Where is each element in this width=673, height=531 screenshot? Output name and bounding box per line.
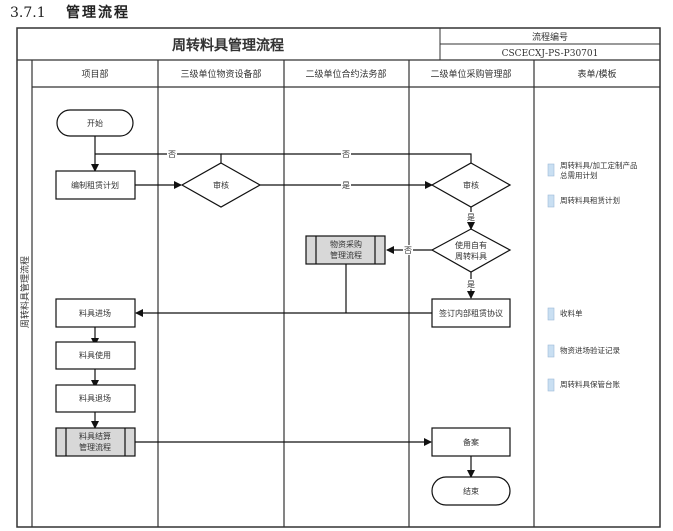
procurement-subprocess (305, 235, 386, 265)
edge-label-no: 否 (168, 150, 176, 159)
enter-label: 料具进场 (79, 308, 111, 318)
review1-decision (180, 162, 262, 208)
end-terminal (431, 476, 511, 506)
section-number: 3.7.1 (10, 5, 46, 21)
form-item[interactable]: 周转料具/加工定制产品 总需用计划 (547, 160, 638, 180)
procurement-label: 管理流程 (330, 250, 362, 260)
end-label: 结束 (463, 486, 479, 496)
form-label: 周转料具/加工定制产品 (560, 160, 638, 170)
document-icon (547, 378, 555, 392)
record-label: 备案 (463, 437, 479, 447)
lane-header: 表单/模板 (577, 68, 616, 80)
settle-subprocess (55, 427, 136, 457)
code-value: CSCECXJ-PS-P30701 (502, 49, 599, 59)
review1-label: 审核 (213, 180, 229, 190)
document-icon (547, 344, 555, 358)
section-title: 管理流程 (66, 5, 130, 21)
exit-box (55, 384, 136, 413)
flow-title: 周转料具管理流程 (172, 37, 284, 54)
edge-label-yes: 是 (342, 181, 350, 190)
lane-header: 三级单位物资设备部 (180, 68, 261, 80)
code-label: 流程编号 (532, 31, 568, 43)
edge-label-yes: 是 (467, 280, 475, 289)
form-label: 物资进场验证记录 (560, 345, 620, 355)
edge-label-no: 否 (342, 150, 350, 159)
form-label: 总需用计划 (560, 170, 598, 180)
form-label: 收料单 (560, 308, 583, 318)
outer-frame (16, 27, 661, 528)
edge-label-no: 否 (404, 246, 412, 255)
enter-box (55, 298, 136, 328)
lane-header: 二级单位合约法务部 (305, 68, 386, 80)
section-heading: 3.7.1 管理流程 (10, 2, 130, 22)
sign-box (431, 298, 511, 328)
exit-label: 料具退场 (79, 393, 111, 403)
use-box (55, 341, 136, 370)
form-item[interactable]: 收料单 (547, 307, 583, 321)
plan-box (55, 170, 136, 200)
start-terminal (56, 109, 134, 137)
settle-label: 管理流程 (79, 442, 111, 452)
review2-decision (430, 162, 512, 208)
document-icon (547, 163, 555, 177)
sign-label: 签订内部租赁协议 (439, 308, 503, 318)
lane-header: 项目部 (81, 68, 108, 80)
form-label: 周转料具保管台账 (560, 379, 620, 389)
form-item[interactable]: 周转料具保管台账 (547, 378, 620, 392)
use-own-label: 周转料具 (455, 251, 487, 261)
form-item[interactable]: 周转料具租赁计划 (547, 194, 620, 208)
side-label: 周转料具管理流程 (19, 256, 31, 328)
plan-label: 编制租赁计划 (71, 180, 119, 190)
record-box (431, 427, 511, 457)
use-label: 料具使用 (79, 350, 111, 360)
use-own-decision (430, 228, 512, 273)
use-own-label: 使用自有 (455, 240, 487, 250)
start-label: 开始 (87, 118, 103, 128)
lane-header: 二级单位采购管理部 (430, 68, 511, 80)
procurement-label: 物资采购 (330, 239, 362, 249)
settle-label: 料具结算 (79, 431, 111, 441)
forms-list: 周转料具/加工定制产品 总需用计划 周转料具租赁计划 收料单 物资进场验证记录 … (547, 160, 638, 392)
document-icon (547, 307, 555, 321)
edge-review2-no (221, 153, 472, 163)
edge-label-yes: 是 (467, 213, 475, 222)
review2-label: 审核 (463, 180, 479, 190)
document-icon (547, 194, 555, 208)
form-label: 周转料具租赁计划 (560, 195, 620, 205)
form-item[interactable]: 物资进场验证记录 (547, 344, 620, 358)
